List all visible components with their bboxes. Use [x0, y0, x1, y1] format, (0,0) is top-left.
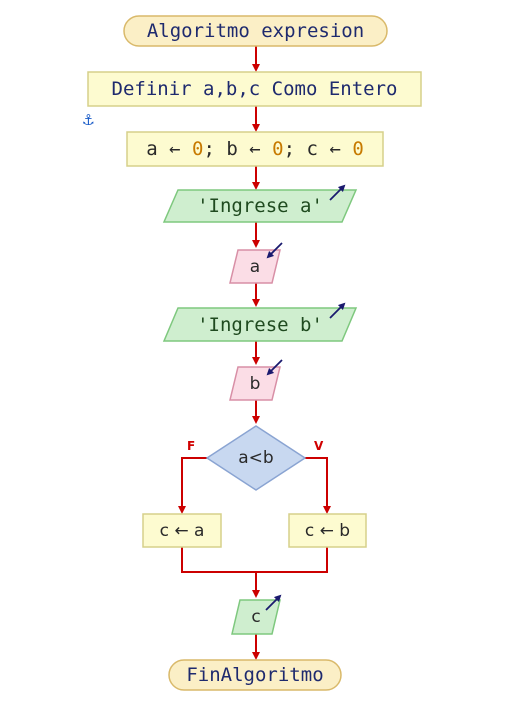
output-ingrese-b-label: 'Ingrese b' — [197, 313, 323, 336]
assign-init-label: a ← 0; b ← 0; c ← 0 — [127, 132, 383, 166]
assign-c-b-box — [288, 513, 367, 548]
var-b: b — [226, 138, 238, 160]
separator: ; — [203, 138, 215, 160]
assign-init-box — [126, 131, 384, 167]
input-arrow-icon — [266, 242, 283, 259]
zero-value: 0 — [272, 138, 284, 160]
define-label: Definir a,b,c Como Entero — [111, 78, 398, 100]
assign-c-b-label: c ← b — [304, 520, 351, 541]
connector-decision-false — [178, 457, 207, 514]
assign-arrow: ← — [249, 138, 261, 160]
start-terminator — [123, 15, 388, 47]
true-branch-tag: V — [314, 439, 324, 453]
decision-diamond — [205, 425, 307, 491]
output-arrow-icon — [329, 302, 346, 319]
define-process-box — [87, 71, 422, 107]
var-a: a — [146, 138, 158, 160]
output-arrow-icon — [329, 184, 346, 201]
zero-value: 0 — [352, 138, 364, 160]
output-ingrese-a-shape — [162, 189, 358, 223]
assign-arrow: ← — [329, 138, 341, 160]
separator: ; — [283, 138, 296, 160]
start-label: Algoritmo expresion — [146, 20, 365, 42]
end-terminator — [168, 659, 342, 691]
assign-c-a-label: c ← a — [159, 520, 205, 541]
end-label: FinAlgoritmo — [186, 664, 324, 686]
output-arrow-icon — [265, 594, 282, 611]
connector-decision-true — [305, 457, 331, 514]
output-ingrese-a-label: 'Ingrese a' — [197, 195, 323, 217]
anchor-icon[interactable]: ⚓ — [83, 109, 94, 130]
zero-value: 0 — [192, 138, 204, 160]
input-a-label: a — [249, 256, 261, 277]
assign-c-a-box — [142, 513, 222, 548]
input-b-label: b — [249, 373, 261, 394]
output-ingrese-b-shape — [162, 307, 358, 342]
var-c: c — [306, 138, 318, 160]
decision-label: a<b — [238, 448, 274, 468]
connector-true-merge — [256, 547, 328, 573]
false-branch-tag: F — [187, 439, 196, 453]
input-arrow-icon — [266, 359, 283, 376]
output-c-label: c — [251, 607, 261, 627]
connector-false-merge — [181, 547, 256, 573]
assign-arrow: ← — [169, 138, 181, 160]
